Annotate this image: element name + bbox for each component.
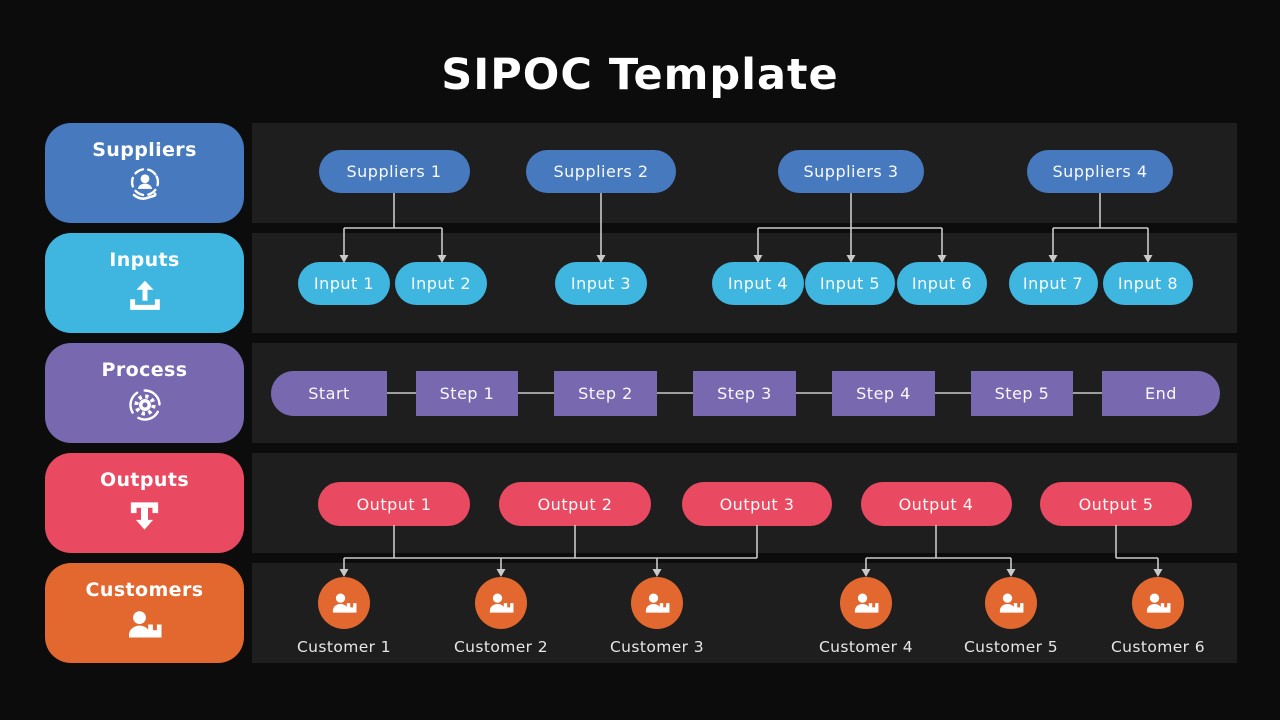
inputs-node-label: Input 6	[911, 274, 973, 293]
outputs-node-4[interactable]: Output 4	[860, 482, 1012, 526]
suppliers-node-4[interactable]: Suppliers 4	[1027, 150, 1173, 193]
customer-node-1[interactable]: Customer 1	[284, 577, 404, 656]
outputs-node-2[interactable]: Output 2	[499, 482, 651, 526]
process-label-block[interactable]: Process	[45, 343, 244, 443]
suppliers-node-label: Suppliers 4	[1052, 162, 1148, 181]
outputs-node-label: Output 5	[1078, 494, 1154, 514]
outputs-node-label: Output 2	[537, 494, 613, 514]
row-inputs: Inputs Input 1 Input 2 Input 3 Input 4 Input…	[0, 233, 1280, 333]
inputs-node-8[interactable]: Input 8	[1103, 262, 1193, 305]
customers-label-block[interactable]: Customers	[45, 563, 244, 663]
inputs-node-label: Input 1	[313, 274, 375, 293]
customer-label: Customer 2	[453, 638, 549, 656]
inputs-node-label: Input 7	[1022, 274, 1084, 293]
outputs-label: Outputs	[99, 469, 190, 491]
customer-label: Customer 1	[296, 638, 392, 656]
customers-label: Customers	[85, 579, 204, 601]
customer-box-icon	[854, 592, 878, 613]
outputs-node-label: Output 3	[719, 494, 795, 514]
inputs-node-label: Input 5	[819, 274, 881, 293]
outputs-label-block[interactable]: Outputs	[45, 453, 244, 553]
process-step-step-3[interactable]: Step 3	[693, 371, 796, 416]
process-step-label: Step 2	[578, 384, 633, 403]
outputs-node-label: Output 1	[356, 494, 432, 514]
inputs-node-6[interactable]: Input 6	[897, 262, 987, 305]
customer-node-3[interactable]: Customer 3	[597, 577, 717, 656]
process-step-label: Start	[308, 384, 350, 403]
inputs-node-3[interactable]: Input 3	[555, 262, 647, 305]
customer-box-icon	[332, 592, 356, 613]
row-suppliers: Suppliers Suppliers 1 Suppliers 2 Supplier…	[0, 123, 1280, 223]
customer-box-icon	[489, 592, 513, 613]
customer-node-5[interactable]: Customer 5	[951, 577, 1071, 656]
page-title: SIPOC Template	[441, 50, 839, 100]
inputs-node-2[interactable]: Input 2	[395, 262, 487, 305]
process-step-step-4[interactable]: Step 4	[832, 371, 935, 416]
process-step-label: Step 4	[856, 384, 911, 403]
suppliers-node-label: Suppliers 3	[803, 162, 899, 181]
inputs-node-label: Input 8	[1117, 274, 1179, 293]
customer-box-icon	[128, 611, 161, 638]
inputs-node-label: Input 4	[727, 274, 789, 293]
customer-avatar[interactable]	[840, 577, 892, 629]
suppliers-node-3[interactable]: Suppliers 3	[778, 150, 924, 193]
customer-box-icon	[1146, 592, 1170, 613]
suppliers-label: Suppliers	[92, 139, 197, 161]
process-step-start[interactable]: Start	[271, 371, 387, 416]
customer-avatar[interactable]	[1132, 577, 1184, 629]
process-step-step-2[interactable]: Step 2	[554, 371, 657, 416]
inputs-node-5[interactable]: Input 5	[805, 262, 895, 305]
inputs-node-1[interactable]: Input 1	[298, 262, 390, 305]
row-customers: Customers Customer 1 Customer 2	[0, 563, 1280, 663]
customer-node-4[interactable]: Customer 4	[806, 577, 926, 656]
customer-avatar[interactable]	[318, 577, 370, 629]
inputs-label-block[interactable]: Inputs	[45, 233, 244, 333]
outputs-node-label: Output 4	[898, 494, 974, 514]
row-outputs: Outputs Output 1 Output 2 Output 3 Output 4…	[0, 453, 1280, 553]
customers-lane	[252, 563, 1237, 663]
inputs-label: Inputs	[109, 249, 180, 271]
suppliers-node-label: Suppliers 2	[553, 162, 649, 181]
row-process: Process Start Step 1 Step 2 Step 3 Step 4 Ste…	[0, 343, 1280, 443]
process-step-step-5[interactable]: Step 5	[971, 371, 1073, 416]
suppliers-label-block[interactable]: Suppliers	[45, 123, 244, 223]
customer-label: Customer 5	[963, 638, 1059, 656]
outputs-node-5[interactable]: Output 5	[1040, 482, 1192, 526]
customer-box-icon	[999, 592, 1023, 613]
customer-avatar[interactable]	[985, 577, 1037, 629]
customer-label: Customer 3	[609, 638, 705, 656]
customer-avatar[interactable]	[631, 577, 683, 629]
process-step-label: Step 1	[439, 384, 495, 403]
customer-label: Customer 6	[1110, 638, 1206, 656]
customer-label: Customer 4	[818, 638, 914, 656]
customer-avatar[interactable]	[475, 577, 527, 629]
customer-box-icon	[645, 592, 669, 613]
process-step-label: Step 3	[717, 384, 772, 403]
upload-icon	[129, 280, 160, 310]
output-download-icon	[130, 501, 159, 530]
inputs-node-7[interactable]: Input 7	[1008, 262, 1098, 305]
suppliers-node-1[interactable]: Suppliers 1	[318, 150, 470, 193]
inputs-node-label: Input 3	[570, 274, 632, 293]
process-step-step-1[interactable]: Step 1	[416, 371, 518, 416]
inputs-node-4[interactable]: Input 4	[712, 262, 804, 305]
suppliers-icon	[130, 168, 159, 200]
customer-node-2[interactable]: Customer 2	[441, 577, 561, 656]
process-step-label: Step 5	[994, 384, 1050, 403]
customer-node-6[interactable]: Customer 6	[1098, 577, 1218, 656]
process-step-end[interactable]: End	[1102, 371, 1220, 416]
suppliers-node-2[interactable]: Suppliers 2	[526, 150, 676, 193]
process-gear-icon	[128, 389, 161, 421]
inputs-node-label: Input 2	[410, 274, 472, 293]
process-label: Process	[101, 359, 188, 381]
suppliers-node-label: Suppliers 1	[346, 162, 442, 181]
process-step-label: End	[1145, 384, 1177, 403]
outputs-node-1[interactable]: Output 1	[318, 482, 470, 526]
outputs-node-3[interactable]: Output 3	[682, 482, 832, 526]
